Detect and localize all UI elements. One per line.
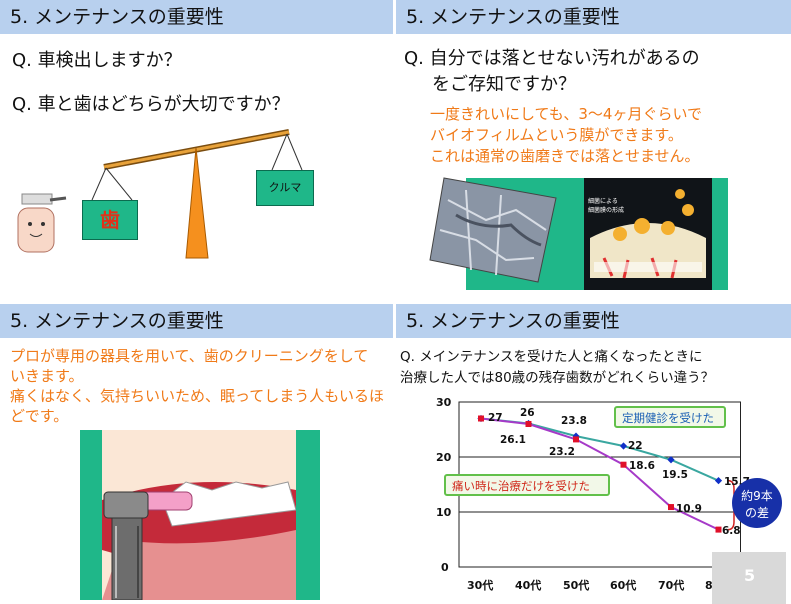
x-tick-label: 70代 — [658, 579, 685, 592]
data-point — [572, 432, 580, 440]
page-number: 5 — [744, 566, 756, 585]
legend-checkup-label: 定期健診を受けた — [622, 411, 714, 425]
biofilm-note-line3: これは通常の歯磨きでは落とせません。 — [430, 147, 700, 165]
y-tick-label: 20 — [436, 451, 452, 464]
dental-handpiece-icon — [103, 491, 149, 600]
bacteria-illustration: 細菌による 細菌膜の形成 — [584, 178, 712, 290]
data-point — [667, 456, 675, 464]
legend-callout-treatment: 痛い時に治療だけを受けた — [444, 474, 610, 496]
data-point — [620, 461, 627, 468]
data-point — [573, 436, 579, 443]
legend-callout-checkup: 定期健診を受けた — [614, 406, 726, 428]
x-tick-label: 30代 — [467, 579, 494, 592]
bacteria-icon — [590, 189, 706, 279]
cleaning-text-line1: プロが専用の器具を用いて、歯のクリーニングをして — [10, 347, 369, 365]
data-label: 22 — [628, 440, 643, 452]
image-caption-line2: 細菌膜の形成 — [588, 207, 625, 214]
data-point — [478, 415, 484, 422]
difference-label-line1: 約9本 — [741, 489, 773, 503]
panel-header: 5. メンテナンスの重要性 — [0, 0, 393, 34]
image-caption-line1: 細菌による — [588, 198, 618, 205]
data-point — [714, 477, 723, 485]
panel-header: 5. メンテナンスの重要性 — [396, 304, 791, 338]
biofilm-note-line2: バイオフィルムという膜ができます。 — [430, 126, 683, 144]
data-label: 10.9 — [676, 503, 702, 515]
y-tick-label: 30 — [436, 396, 452, 409]
tooth-character-icon — [17, 193, 67, 253]
x-tick-label: 50代 — [563, 579, 590, 592]
car-label: クルマ — [268, 181, 302, 194]
x-tick-label: 40代 — [515, 579, 542, 592]
panel-header: 5. メンテナンスの重要性 — [0, 304, 393, 338]
slide-panel-biofilm: 5. メンテナンスの重要性 Q. 自分では落とせない汚れがあるの をご存知ですか… — [396, 0, 791, 298]
data-point — [619, 442, 628, 450]
legend-treatment-label: 痛い時に治療だけを受けた — [452, 479, 590, 493]
data-label: 26.1 — [500, 434, 526, 446]
data-label: 19.5 — [662, 469, 688, 481]
cleaning-text-line2: いきます。 — [10, 367, 84, 385]
slide-panel-cleaning: 5. メンテナンスの重要性 プロが専用の器具を用いて、歯のクリーニングをして い… — [0, 304, 393, 604]
page-number-box: 5 — [712, 552, 786, 604]
data-label: 6.8 — [722, 525, 741, 537]
series-line — [480, 417, 719, 531]
chart-question-line2: 治療した人では80歳の残存歯数がどれくらい違う？ — [400, 370, 715, 386]
data-point — [715, 526, 722, 533]
y-tick-label: 0 — [441, 561, 449, 574]
panel-header: 5. メンテナンスの重要性 — [396, 0, 791, 34]
difference-label-line2: の差 — [744, 506, 769, 520]
data-label: 27 — [488, 412, 503, 424]
data-label: 18.6 — [629, 460, 655, 472]
chart-question-line1: Q. メインテナンスを受けた人と痛くなったときに — [400, 349, 703, 365]
x-tick-label: 60代 — [610, 579, 637, 592]
balance-scale-illustration — [17, 129, 303, 259]
data-point — [525, 421, 532, 427]
data-label: 26 — [520, 407, 535, 419]
car-weight-box: クルマ — [256, 170, 314, 206]
cleaning-text-line3: 痛くはなく、気持ちいいため、眠ってしまう人もいるほ — [10, 387, 384, 405]
cleaning-text-line4: どです。 — [10, 407, 69, 425]
y-tick-label: 10 — [436, 506, 452, 519]
biofilm-note-line1: 一度きれいにしても、3～4ヶ月ぐらいで — [430, 105, 702, 123]
biofilm-microscope-photo — [429, 177, 557, 283]
data-point — [668, 504, 674, 511]
question-biofilm-line1: Q. 自分では落とせない汚れがあるの — [404, 48, 700, 69]
question-biofilm-line2: をご存知ですか？ — [432, 74, 576, 95]
data-label: 23.2 — [549, 446, 575, 458]
teeth-weight-box: 歯 — [82, 200, 138, 240]
dental-cleaning-illustration — [102, 430, 296, 600]
teeth-label: 歯 — [100, 208, 120, 232]
slide-panel-car-vs-teeth: 5. メンテナンスの重要性 Q. 車検出しますか？ Q. 車と歯はどちらが大切で… — [0, 0, 393, 298]
data-label: 23.8 — [561, 415, 587, 427]
question-car-or-teeth: Q. 車と歯はどちらが大切ですか？ — [12, 94, 290, 115]
question-car-inspection: Q. 車検出しますか？ — [12, 50, 182, 71]
difference-badge: 約9本 の差 — [732, 478, 782, 528]
